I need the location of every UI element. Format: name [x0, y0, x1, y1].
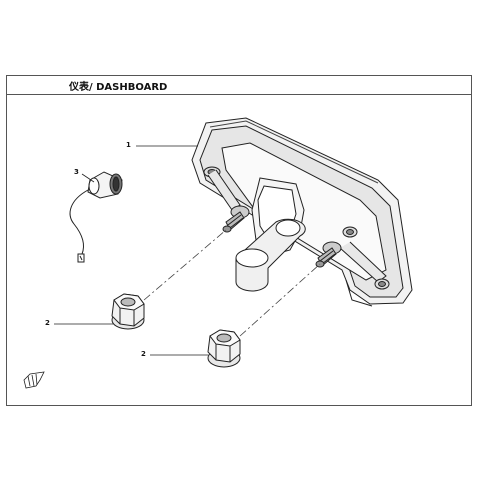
leader-lines — [54, 145, 208, 356]
dashboard-assembly — [191, 117, 413, 307]
hex-flange-nut — [207, 329, 241, 368]
callout-2-right-nut: 2 — [141, 350, 146, 358]
callout-3: 3 — [74, 168, 79, 176]
page-title: 仪表/ DASHBOARD — [69, 82, 168, 93]
title-bar: 仪表/ DASHBOARD — [7, 76, 471, 95]
assembly-lines — [143, 229, 321, 337]
hex-flange-nut — [111, 293, 145, 330]
front-direction-arrow-icon — [23, 371, 45, 389]
callout-2-left-nut: 2 — [45, 319, 50, 327]
callout-1: 1 — [126, 141, 131, 149]
connector-cap — [69, 171, 123, 263]
diagram-frame: 仪表/ DASHBOARD — [6, 75, 472, 406]
